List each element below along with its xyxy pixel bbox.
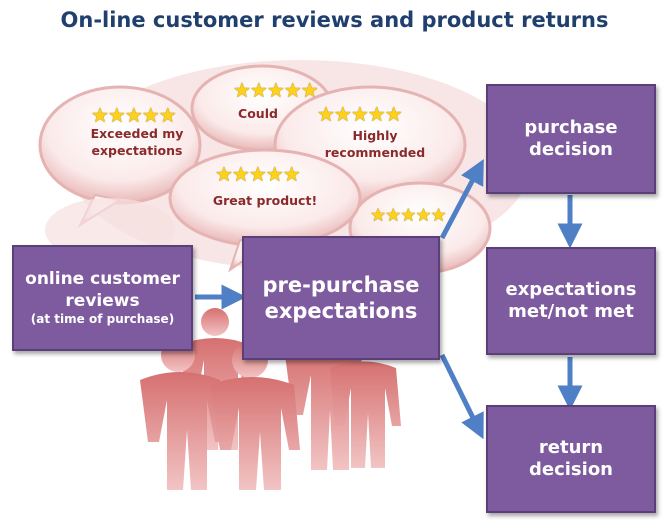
pre-purchase-line2: expectations [264,299,418,323]
star-icon: ★★★★★ [233,80,319,102]
star-icon: ★★★★★ [317,104,403,126]
speech-bubble-icon [38,60,530,275]
pre-purchase-box: pre-purchase expectations [242,236,440,360]
star-icon: ★★★★★ [215,164,301,186]
bubble-text-highly: Highly recommended [324,128,426,160]
expectations-line1: expectations [505,278,637,300]
online-reviews-box: online customer reviews (at time of purc… [12,245,193,351]
purchase-line2: decision [529,139,613,160]
star-icon: ★★★★★ [91,105,177,127]
bubble-text-exceeded: Exceeded my expectations [90,126,184,158]
pre-purchase-line1: pre-purchase [262,272,420,297]
bubble-text-great: Great product! [212,193,318,208]
online-reviews-line2: reviews [65,290,140,311]
expectations-line2: met/not met [508,301,634,322]
purchase-line1: purchase [524,116,618,138]
arrow-icon [195,158,583,440]
online-reviews-note: (at time of purchase) [30,311,175,326]
online-reviews-line1: online customer [25,269,180,290]
purchase-decision-box: purchase decision [486,84,656,194]
return-line1: return [538,436,604,458]
bubble-text-could: Could [238,106,278,121]
expectations-met-box: expectations met/not met [486,247,656,355]
return-line2: decision [529,459,613,480]
return-decision-box: return decision [486,405,656,513]
star-icon: ★★★★★ [370,205,447,225]
diagram-title: On-line customer reviews and product ret… [60,8,609,32]
